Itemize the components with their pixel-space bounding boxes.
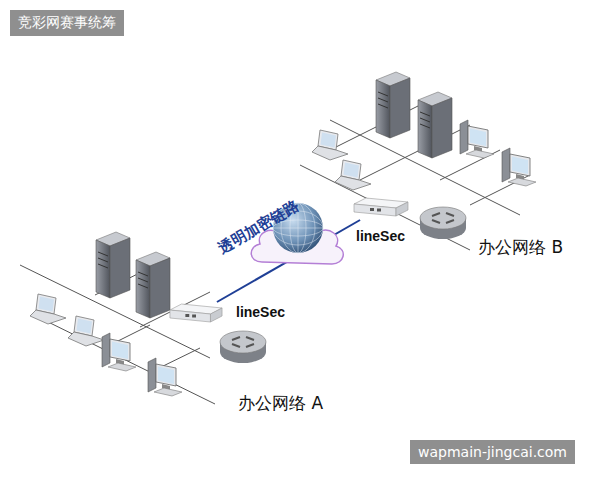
device-label: lineSec: [356, 228, 405, 244]
network-label: 办公网络 A: [238, 392, 323, 415]
watermark: 竞彩网赛事统筹: [10, 10, 124, 36]
linesec-device: [352, 196, 410, 220]
linesec-device: lineSec: [352, 196, 410, 220]
linesec-device: [168, 302, 224, 326]
device-label: lineSec: [236, 304, 285, 320]
network-label: 办公网络 B: [478, 236, 563, 259]
watermark: wapmain-jingcai.com: [410, 440, 575, 464]
linesec-device: lineSec: [168, 302, 224, 326]
